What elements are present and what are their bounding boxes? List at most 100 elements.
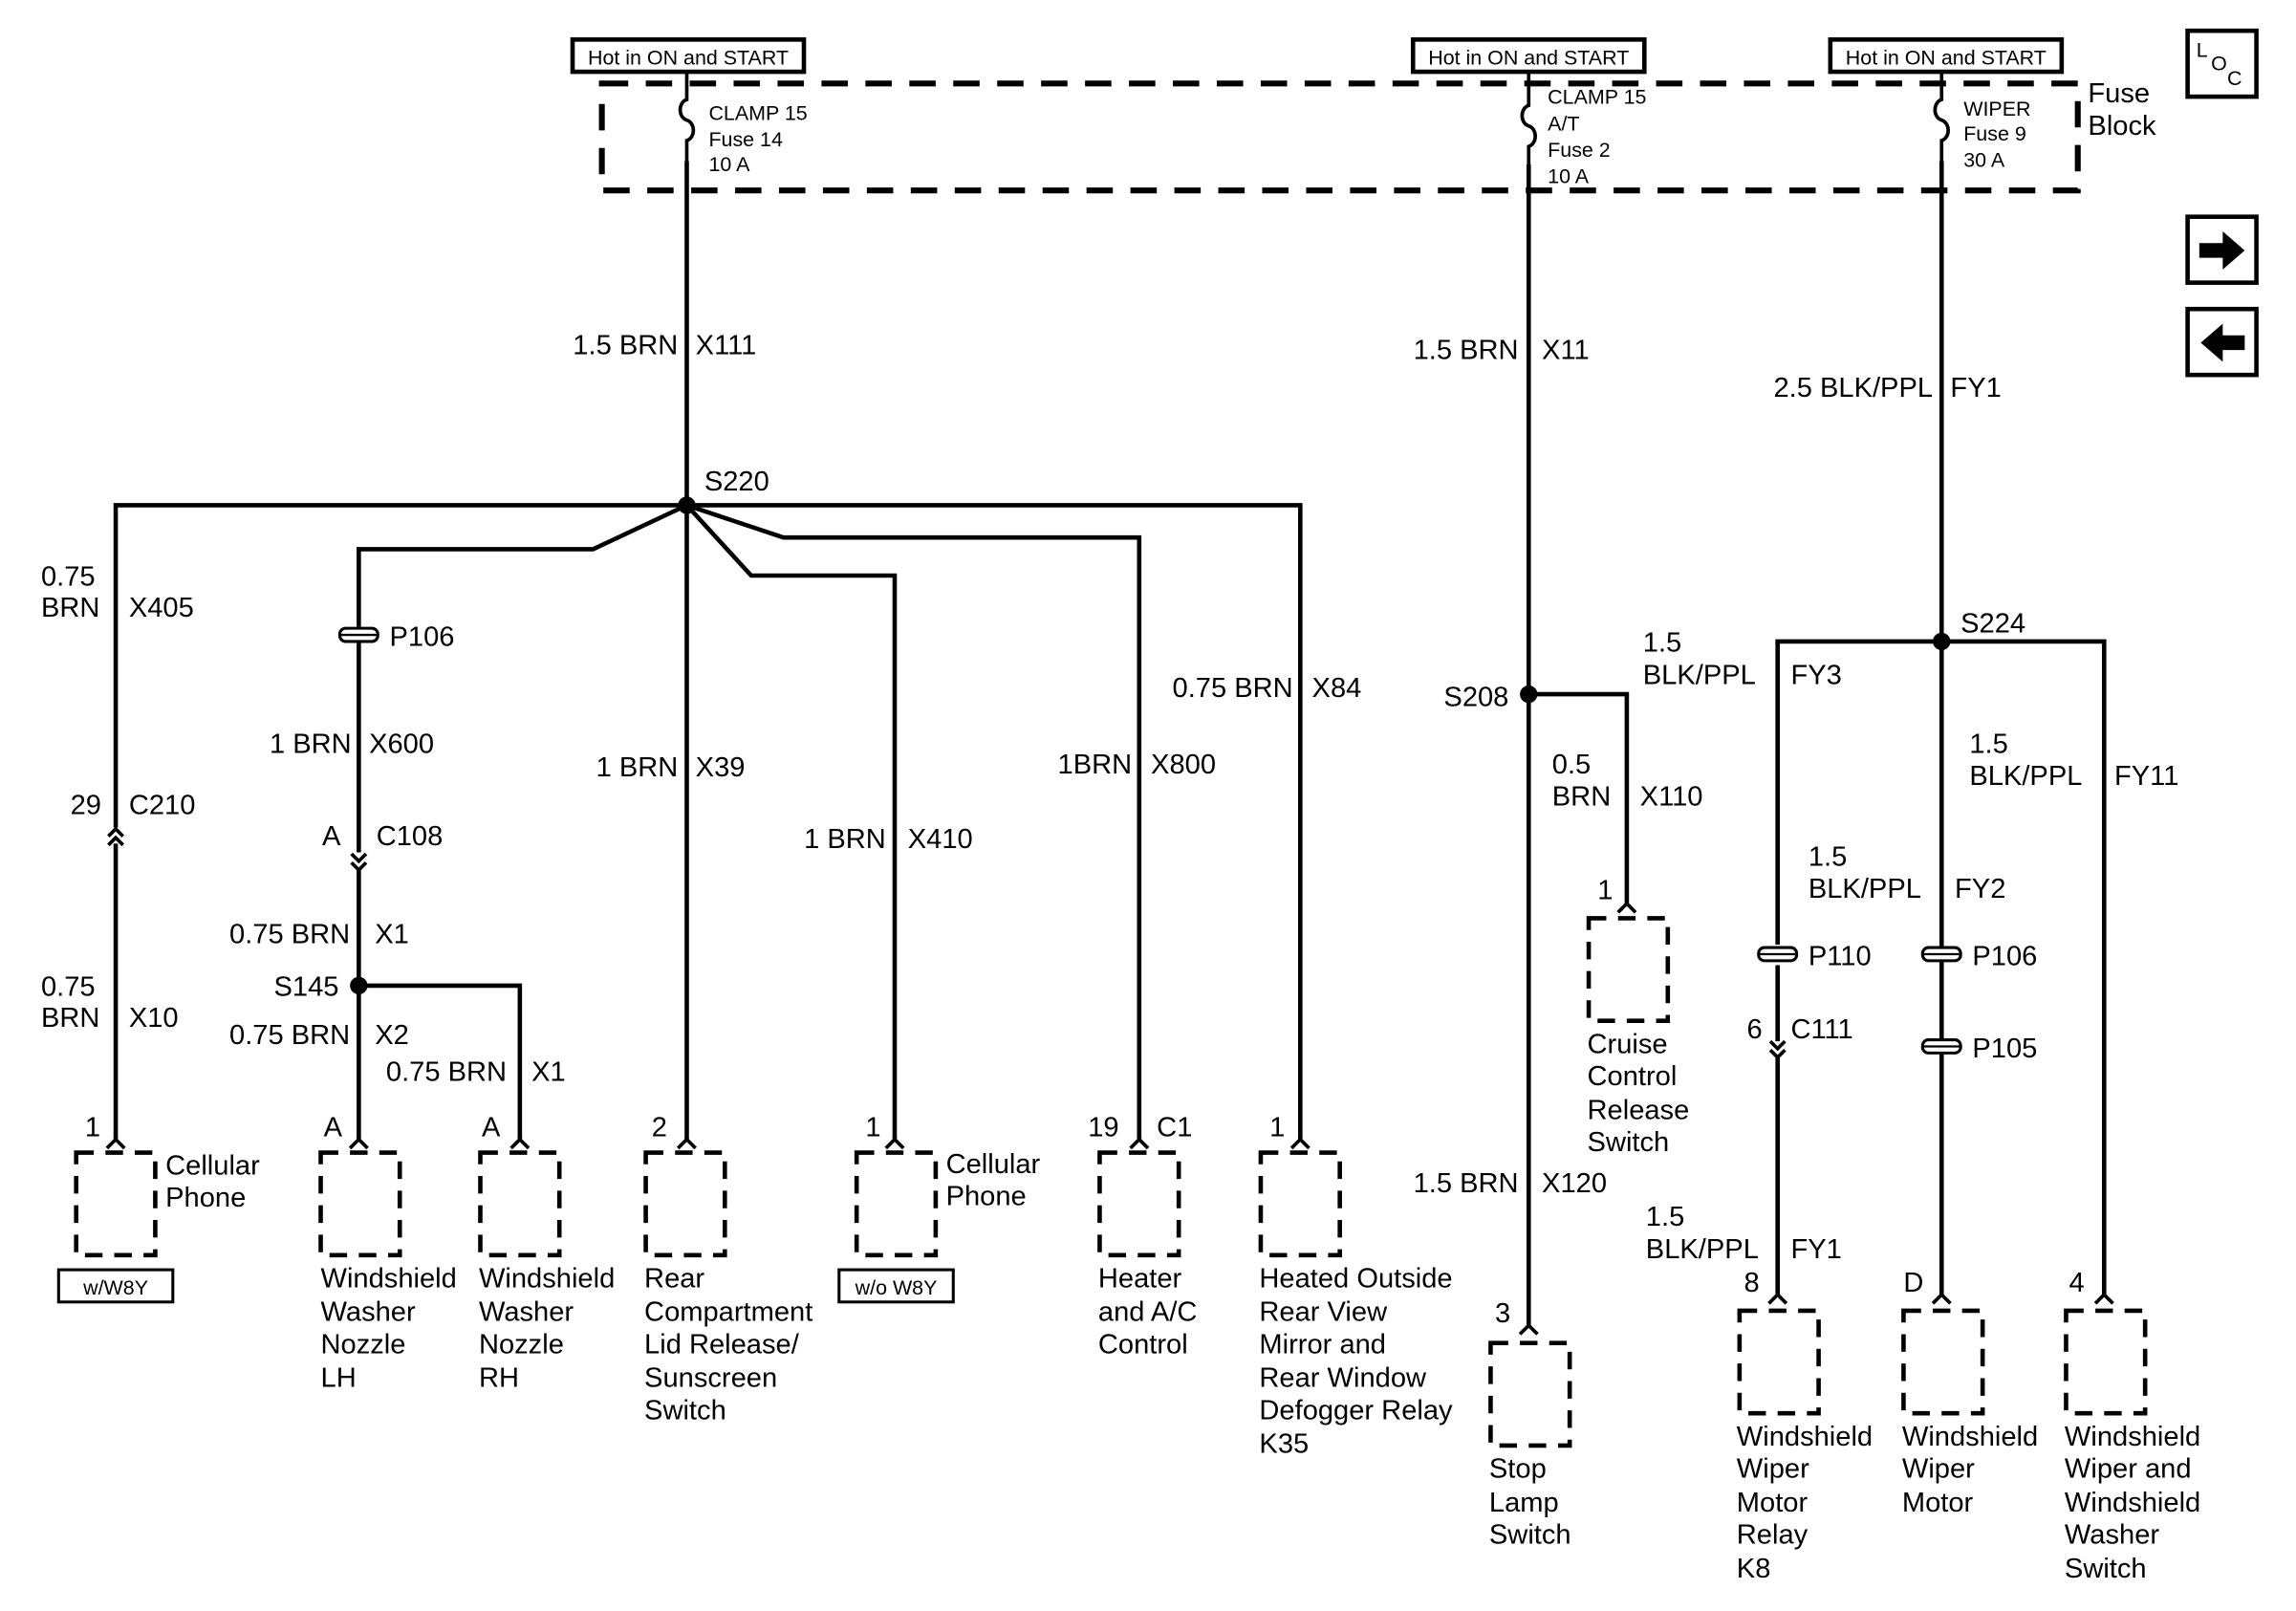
passthrough-symbol bbox=[1920, 1038, 1962, 1055]
svg-text:1: 1 bbox=[1269, 1113, 1285, 1143]
svg-text:Wiper and: Wiper and bbox=[2065, 1454, 2192, 1485]
svg-text:WIPER: WIPER bbox=[1963, 98, 2030, 120]
wires bbox=[113, 161, 2107, 1326]
svg-text:A: A bbox=[324, 1113, 343, 1143]
component-cellular-phone-wo-w8y: 1 Cellular Phone w/o W8Y bbox=[837, 1113, 1041, 1304]
svg-text:Cruise: Cruise bbox=[1588, 1029, 1668, 1059]
svg-text:Fuse 9: Fuse 9 bbox=[1963, 122, 2026, 145]
svg-text:Hot in ON and START: Hot in ON and START bbox=[1846, 46, 2047, 69]
svg-text:Fuse 2: Fuse 2 bbox=[1548, 139, 1611, 162]
svg-text:Heated Outside: Heated Outside bbox=[1259, 1263, 1452, 1294]
svg-text:Windshield: Windshield bbox=[321, 1263, 457, 1294]
component-heater-ac-control: 19 C1 Heater and A/C Control bbox=[1088, 1113, 1197, 1361]
prev-page-button[interactable] bbox=[2185, 306, 2259, 378]
svg-text:Motor: Motor bbox=[1902, 1488, 1974, 1518]
svg-text:BRN: BRN bbox=[41, 593, 99, 623]
component-wiper-washer-switch: 4 Windshield Wiper and Windshield Washer… bbox=[2064, 1268, 2200, 1584]
loc-button[interactable]: L O C bbox=[2185, 28, 2259, 99]
wire-labels: 1.5 BRN X111 1.5 BRN X11 2.5 BLK/PPL FY1… bbox=[41, 331, 2178, 1265]
svg-text:Nozzle: Nozzle bbox=[321, 1329, 406, 1360]
svg-text:O: O bbox=[2211, 53, 2227, 76]
svg-text:Control: Control bbox=[1588, 1061, 1678, 1092]
hot-label-1: Hot in ON and START bbox=[570, 37, 807, 75]
svg-text:BLK/PPL: BLK/PPL bbox=[1809, 874, 1921, 904]
svg-text:1: 1 bbox=[85, 1113, 100, 1143]
svg-text:1: 1 bbox=[1597, 876, 1613, 906]
fuse-symbol bbox=[1933, 72, 1950, 162]
passthrough-label: P106 bbox=[390, 622, 455, 653]
svg-text:1.5 BRN: 1.5 BRN bbox=[1414, 335, 1519, 365]
fuse-block-outline bbox=[598, 80, 2081, 194]
svg-text:FY2: FY2 bbox=[1955, 874, 2005, 904]
svg-text:BLK/PPL: BLK/PPL bbox=[1969, 761, 2082, 792]
svg-text:Rear View: Rear View bbox=[1259, 1297, 1388, 1328]
svg-text:29: 29 bbox=[71, 791, 101, 821]
svg-text:Windshield: Windshield bbox=[479, 1263, 615, 1294]
svg-text:Relay: Relay bbox=[1737, 1520, 1809, 1551]
svg-text:A/T: A/T bbox=[1548, 112, 1579, 135]
svg-text:RH: RH bbox=[479, 1363, 519, 1394]
splice-dot bbox=[1933, 632, 1951, 651]
svg-text:Cellular: Cellular bbox=[165, 1151, 260, 1182]
svg-text:BLK/PPL: BLK/PPL bbox=[1643, 660, 1756, 690]
svg-text:and A/C: and A/C bbox=[1098, 1297, 1198, 1328]
svg-text:Lamp: Lamp bbox=[1489, 1488, 1559, 1518]
svg-text:Switch: Switch bbox=[1588, 1127, 1670, 1158]
passthrough-label: P106 bbox=[1972, 941, 2037, 971]
svg-text:Control: Control bbox=[1098, 1329, 1188, 1360]
splice-label: S224 bbox=[1960, 609, 2025, 640]
splice-dot bbox=[678, 496, 696, 514]
svg-text:Wiper: Wiper bbox=[1902, 1454, 1975, 1485]
hot-label-2: Hot in ON and START bbox=[1410, 37, 1647, 75]
svg-text:4: 4 bbox=[2069, 1268, 2085, 1298]
svg-text:Fuse 14: Fuse 14 bbox=[708, 128, 783, 151]
svg-text:X84: X84 bbox=[1312, 673, 1362, 704]
splice-label: S220 bbox=[704, 467, 769, 497]
inline-connector-symbol bbox=[107, 826, 125, 847]
svg-text:Defogger Relay: Defogger Relay bbox=[1259, 1395, 1453, 1426]
svg-text:X405: X405 bbox=[129, 593, 194, 623]
inline-connector-symbol bbox=[350, 852, 368, 873]
next-page-button[interactable] bbox=[2185, 214, 2259, 285]
fuse-9-label: WIPER Fuse 9 30 A bbox=[1963, 98, 2030, 172]
svg-text:A: A bbox=[482, 1113, 501, 1143]
svg-text:Stop: Stop bbox=[1489, 1454, 1547, 1485]
splice-label: S208 bbox=[1443, 682, 1508, 712]
svg-text:1.5: 1.5 bbox=[1969, 729, 2007, 759]
svg-text:0.5: 0.5 bbox=[1552, 750, 1591, 780]
svg-text:BLK/PPL: BLK/PPL bbox=[1646, 1234, 1759, 1265]
svg-text:w/W8Y: w/W8Y bbox=[82, 1276, 148, 1299]
component-washer-nozzle-rh: A Windshield Washer Nozzle RH bbox=[478, 1113, 615, 1394]
svg-text:Washer: Washer bbox=[479, 1297, 574, 1328]
svg-text:1.5: 1.5 bbox=[1809, 841, 1847, 872]
svg-text:Mirror and: Mirror and bbox=[1259, 1329, 1386, 1360]
svg-text:0.75 BRN: 0.75 BRN bbox=[386, 1056, 507, 1087]
svg-text:Windshield: Windshield bbox=[1737, 1422, 1873, 1452]
svg-text:C1: C1 bbox=[1157, 1113, 1192, 1143]
svg-text:X1: X1 bbox=[531, 1056, 566, 1087]
svg-text:Heater: Heater bbox=[1098, 1263, 1182, 1294]
hot-label-3: Hot in ON and START bbox=[1828, 37, 2065, 75]
svg-text:LH: LH bbox=[321, 1363, 357, 1394]
svg-text:Switch: Switch bbox=[1489, 1520, 1571, 1551]
svg-text:2: 2 bbox=[652, 1113, 667, 1143]
svg-text:1BRN: 1BRN bbox=[1058, 750, 1133, 780]
component-cellular-phone-w8y: 1 Cellular Phone w/W8Y bbox=[56, 1113, 260, 1304]
fuse-2-label: CLAMP 15 A/T Fuse 2 10 A bbox=[1548, 86, 1646, 188]
svg-text:FY11: FY11 bbox=[2114, 761, 2178, 792]
svg-text:Nozzle: Nozzle bbox=[479, 1329, 564, 1360]
fuse-symbol bbox=[678, 72, 696, 162]
svg-text:Release: Release bbox=[1588, 1095, 1690, 1125]
svg-text:1 BRN: 1 BRN bbox=[596, 752, 679, 783]
splice-label: S145 bbox=[274, 972, 339, 1003]
svg-text:Windshield: Windshield bbox=[2065, 1422, 2200, 1452]
passthrough-symbol bbox=[1757, 946, 1799, 963]
svg-text:10 A: 10 A bbox=[708, 153, 750, 176]
splice-dot bbox=[1520, 685, 1538, 704]
svg-text:CLAMP 15: CLAMP 15 bbox=[708, 102, 807, 125]
svg-text:w/o W8Y: w/o W8Y bbox=[855, 1276, 938, 1299]
svg-text:X1: X1 bbox=[375, 919, 409, 949]
svg-text:0.75 BRN: 0.75 BRN bbox=[229, 1020, 350, 1051]
svg-text:30 A: 30 A bbox=[1963, 149, 2005, 172]
svg-text:1 BRN: 1 BRN bbox=[270, 729, 352, 759]
